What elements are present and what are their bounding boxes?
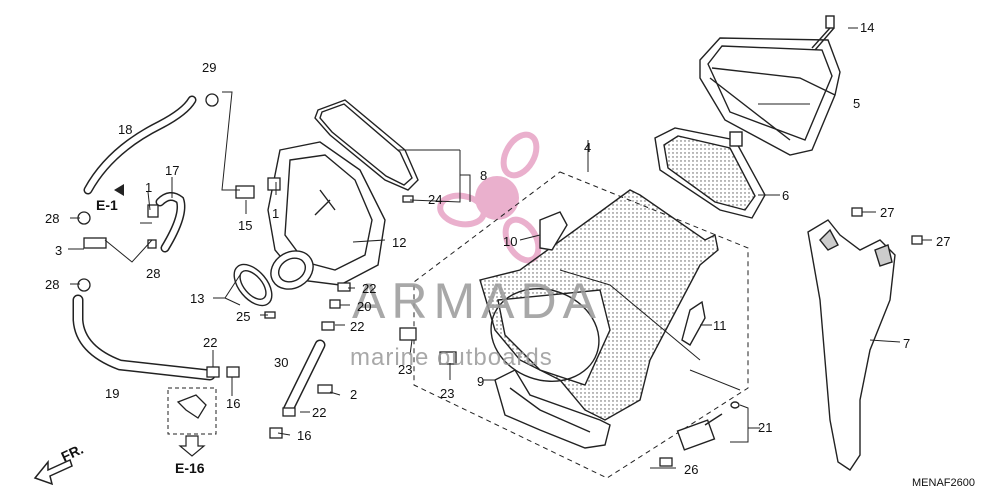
callout-23b: 23 bbox=[440, 386, 454, 401]
callout-6: 6 bbox=[782, 188, 789, 203]
callout-22a: 22 bbox=[362, 281, 376, 296]
callout-19: 19 bbox=[105, 386, 119, 401]
part-air-guide-cover bbox=[807, 219, 896, 471]
callout-25: 25 bbox=[236, 309, 250, 324]
callout-18: 18 bbox=[118, 122, 132, 137]
callout-2: 2 bbox=[350, 387, 357, 402]
part-air-cleaner-cover bbox=[699, 37, 841, 156]
watermark-propeller-logo bbox=[437, 131, 542, 264]
callout-29: 29 bbox=[202, 60, 216, 75]
ref-e16-arrow bbox=[178, 435, 206, 457]
callout-16b: 16 bbox=[297, 428, 311, 443]
callout-20: 20 bbox=[357, 299, 371, 314]
callout-3: 3 bbox=[55, 243, 62, 258]
ref-e1-label: E-1 bbox=[96, 197, 118, 213]
callout-28a: 28 bbox=[45, 211, 59, 226]
ref-e16-part bbox=[176, 394, 207, 419]
small-fittings bbox=[77, 93, 923, 467]
callout-1a: 1 bbox=[145, 180, 152, 195]
part-11-bracket bbox=[681, 300, 706, 346]
diagram-code: MENAF2600 bbox=[912, 477, 975, 489]
ref-e1-arrow bbox=[114, 184, 124, 196]
callout-28c: 28 bbox=[45, 277, 59, 292]
callout-24: 24 bbox=[428, 192, 442, 207]
callout-11: 11 bbox=[713, 318, 727, 333]
callout-27a: 27 bbox=[880, 205, 894, 220]
callout-9: 9 bbox=[477, 374, 484, 389]
callout-7: 7 bbox=[903, 336, 910, 351]
callout-30: 30 bbox=[274, 355, 288, 370]
hose-17-inner bbox=[157, 193, 184, 251]
part-10-plate bbox=[539, 211, 568, 251]
part-air-cleaner-case bbox=[267, 141, 386, 290]
callout-13: 13 bbox=[190, 291, 204, 306]
callout-22d: 22 bbox=[312, 405, 326, 420]
callouts: 29 18 17 E-1 1 28 3 28 28 19 15 1 12 8 2… bbox=[45, 20, 975, 489]
callout-5: 5 bbox=[853, 96, 860, 111]
callout-22b: 22 bbox=[350, 319, 364, 334]
front-label: FR. bbox=[59, 441, 86, 465]
callout-15: 15 bbox=[238, 218, 252, 233]
watermark-tagline: marine outboards bbox=[350, 344, 553, 371]
hose-30-inner bbox=[284, 341, 324, 414]
front-arrow-icon bbox=[33, 458, 73, 486]
callout-17: 17 bbox=[165, 163, 179, 178]
callout-26: 26 bbox=[684, 462, 698, 477]
callout-12: 12 bbox=[392, 235, 406, 250]
ref-e16-box bbox=[167, 387, 217, 435]
hose-18-inner bbox=[85, 97, 195, 193]
callout-23a: 23 bbox=[398, 362, 412, 377]
callout-4: 4 bbox=[584, 140, 591, 155]
callout-8: 8 bbox=[480, 168, 487, 183]
callout-16a: 16 bbox=[226, 396, 240, 411]
part-seal-ring bbox=[314, 99, 419, 191]
leader-lines bbox=[68, 27, 932, 469]
callout-10: 10 bbox=[503, 234, 517, 249]
ref-e16-label: E-16 bbox=[175, 460, 205, 476]
callout-22c: 22 bbox=[203, 335, 217, 350]
watermark-brand: ARMADA bbox=[352, 273, 602, 329]
part-bolt-14 bbox=[811, 15, 835, 51]
part-rubber-seal bbox=[233, 263, 273, 307]
callout-28b: 28 bbox=[146, 266, 160, 281]
callout-14: 14 bbox=[860, 20, 874, 35]
callout-27b: 27 bbox=[936, 234, 950, 249]
part-air-duct-housing bbox=[479, 189, 719, 421]
assembly-dashed-box bbox=[413, 171, 749, 479]
callout-21: 21 bbox=[758, 420, 772, 435]
part-air-filter-element bbox=[654, 127, 766, 219]
part-intake-duct bbox=[494, 369, 611, 449]
callout-1b: 1 bbox=[272, 206, 279, 221]
part-sensor-21 bbox=[676, 401, 740, 451]
hose-19-inner bbox=[74, 296, 214, 379]
